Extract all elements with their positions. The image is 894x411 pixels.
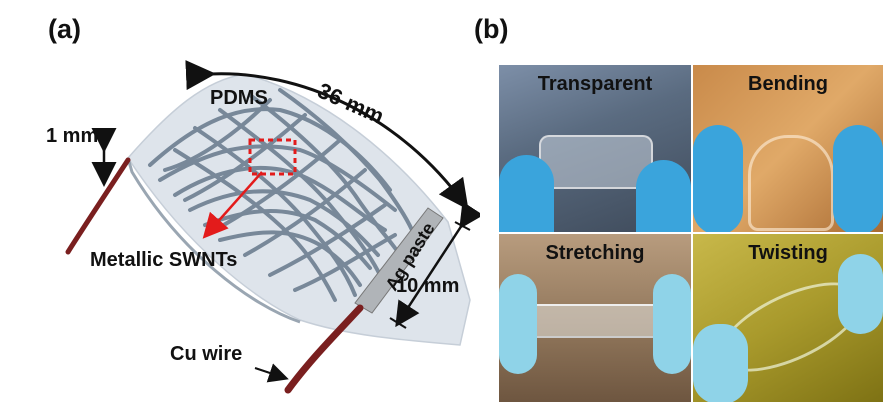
cu-wire-right bbox=[284, 304, 364, 394]
pdms-label: PDMS bbox=[210, 87, 268, 109]
sensor-diagram: Ag paste PDMS 36 mm 1 mm 10 mm Metallic … bbox=[46, 60, 480, 394]
photo-bending: Bending bbox=[693, 65, 883, 232]
panel-b-label: (b) bbox=[474, 14, 509, 44]
cu-wire-label: Cu wire bbox=[170, 343, 242, 365]
width-label: 10 mm bbox=[396, 275, 459, 297]
photo-label-stretching: Stretching bbox=[545, 242, 645, 264]
photo-transparent: Transparent bbox=[499, 65, 691, 232]
thickness-label: 1 mm bbox=[46, 125, 98, 147]
panel-a-label: (a) bbox=[48, 14, 81, 44]
length-arrow bbox=[185, 60, 469, 210]
swnt-label: Metallic SWNTs bbox=[90, 249, 237, 271]
photo-stretching: Stretching bbox=[499, 234, 691, 402]
photo-label-transparent: Transparent bbox=[537, 73, 653, 95]
photo-label-bending: Bending bbox=[748, 73, 828, 95]
photo-label-twisting: Twisting bbox=[748, 242, 828, 264]
cu-wire-left bbox=[65, 157, 131, 255]
width-arrow bbox=[395, 201, 480, 328]
photo-twisting: Twisting bbox=[693, 234, 883, 402]
